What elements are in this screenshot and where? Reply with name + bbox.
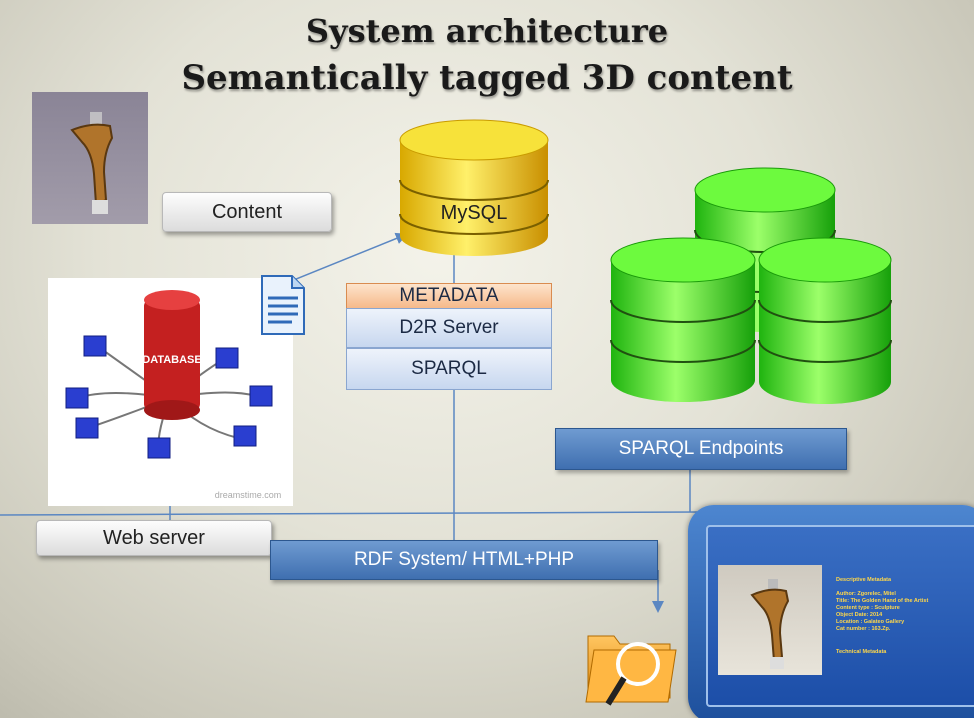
metadata-line-2: Title: The Golden Hand of the Artist [836, 598, 929, 604]
technical-metadata-heading: Technical Metadata [836, 649, 887, 655]
viewer-screen: Descriptive Metadata Author: Zgorelec, M… [706, 525, 974, 707]
document-icon [258, 274, 308, 336]
sculpture-hand-image [32, 92, 148, 224]
viewer-sculpture-image [718, 565, 822, 675]
metadata-line-5: Location : Galateo Gallery [836, 619, 905, 625]
title-line-2: Semantically tagged 3D content [181, 58, 793, 98]
metadata-line-4: Object Date: 2014 [836, 612, 883, 618]
sparql-box: SPARQL [346, 348, 552, 390]
web-server-label: Web server [36, 520, 272, 556]
d2r-server-box: D2R Server [346, 308, 552, 348]
web-bus-line [0, 511, 701, 516]
mysql-database: MySQL [396, 118, 552, 258]
metadata-box: METADATA [346, 283, 552, 309]
mysql-label: MySQL [440, 202, 508, 224]
metadata-line-6: Cat number : 163.Zp. [836, 626, 891, 632]
metadata-line-3: Content type : Sculpture [836, 605, 900, 611]
database-drum-label: DATABASE [142, 354, 201, 366]
database-network-image: DATABASE dreamstime.com [48, 278, 293, 506]
sparql-databases [605, 160, 895, 422]
green-db-right [758, 237, 892, 404]
content-label: Content [162, 192, 332, 232]
sparql-endpoints-box: SPARQL Endpoints [555, 428, 847, 470]
descriptive-metadata-heading: Descriptive Metadata [836, 577, 892, 583]
title-line-1: System architecture [305, 12, 669, 50]
rdf-system-box: RDF System/ HTML+PHP [270, 540, 658, 580]
metadata-line-1: Author: Zgorelec, Mitel [836, 591, 896, 597]
viewer-panel: Descriptive Metadata Author: Zgorelec, M… [688, 505, 974, 718]
green-db-left [610, 237, 756, 402]
folder-icon [580, 612, 682, 712]
watermark: dreamstime.com [215, 490, 282, 500]
